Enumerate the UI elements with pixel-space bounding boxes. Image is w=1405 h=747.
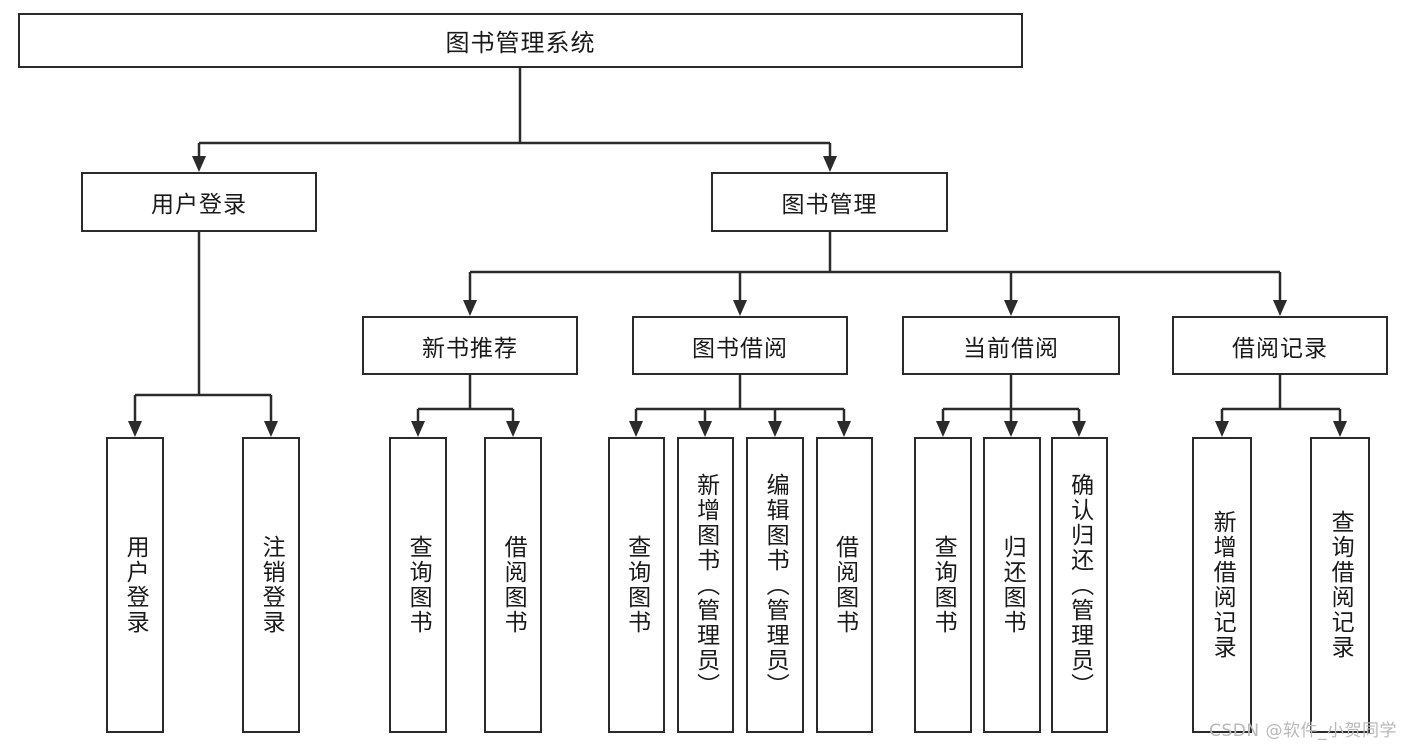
leaf-query-book-new-recommend[interactable]: 查询图书: [389, 437, 447, 733]
node-borrow-record[interactable]: 借阅记录: [1172, 316, 1388, 375]
node-book-manage[interactable]: 图书管理: [711, 172, 948, 232]
leaf-logout-login[interactable]: 注销登录: [242, 437, 300, 733]
leaf-query-book-borrow[interactable]: 查询图书: [608, 437, 665, 733]
leaf-add-borrow-record[interactable]: 新增借阅记录: [1192, 437, 1252, 733]
leaf-borrow-book-new-recommend[interactable]: 借阅图书: [484, 437, 542, 733]
leaf-add-book-admin[interactable]: 新增图书（管理员）: [677, 437, 734, 733]
leaf-borrow-book-borrow[interactable]: 借阅图书: [816, 437, 873, 733]
node-current-borrow[interactable]: 当前借阅: [902, 316, 1120, 375]
leaf-user-login[interactable]: 用户登录: [106, 437, 164, 733]
leaf-query-borrow-record[interactable]: 查询借阅记录: [1310, 437, 1370, 733]
watermark-text: CSDN @软件_小贺同学: [1209, 721, 1397, 741]
leaf-confirm-return-admin[interactable]: 确认归还（管理员）: [1051, 437, 1108, 733]
node-new-book-recommend[interactable]: 新书推荐: [362, 316, 578, 375]
leaf-edit-book-admin[interactable]: 编辑图书（管理员）: [746, 437, 804, 733]
node-book-borrow[interactable]: 图书借阅: [632, 316, 848, 375]
node-user-login[interactable]: 用户登录: [81, 172, 317, 232]
node-root-book-management-system[interactable]: 图书管理系统: [18, 13, 1023, 68]
leaf-query-book-current[interactable]: 查询图书: [914, 437, 972, 733]
leaf-return-book[interactable]: 归还图书: [983, 437, 1041, 733]
